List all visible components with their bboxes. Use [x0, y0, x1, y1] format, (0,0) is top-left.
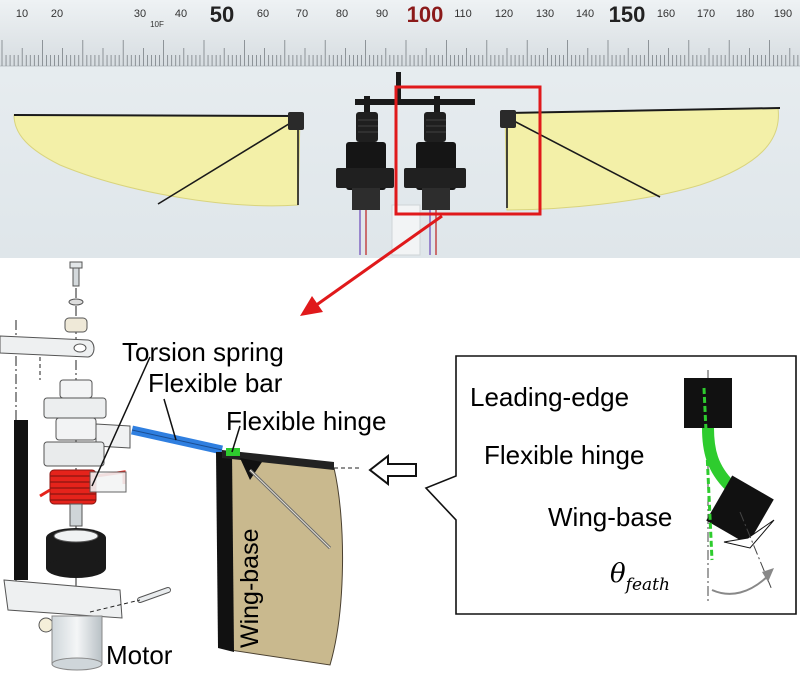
ruler-number: 170 — [697, 8, 715, 20]
ruler-number: 190 — [774, 8, 792, 20]
ruler-number: 140 — [576, 8, 594, 20]
zoom-in-arrow — [368, 453, 417, 487]
zoom-arrow — [300, 214, 443, 316]
ruler-number: 40 — [175, 8, 187, 20]
inset-wing-base — [706, 475, 774, 545]
ruler-number: 60 — [257, 8, 269, 20]
ruler-number: 160 — [657, 8, 675, 20]
ruler-number: 90 — [376, 8, 388, 20]
inset-label-leading-edge: Leading-edge — [470, 382, 629, 412]
inset-leading-edge — [684, 378, 732, 428]
label-wing-base: Wing-base — [236, 529, 264, 649]
inset-label-flexible-hinge: Flexible hinge — [484, 440, 644, 470]
leader-flexible-bar — [163, 398, 177, 441]
ruler-number: 30 — [134, 8, 146, 20]
label-flexible-hinge: Flexible hinge — [226, 406, 386, 436]
ruler-number: 20 — [51, 8, 63, 20]
ruler-number: 180 — [736, 8, 754, 20]
leader-torsion-spring — [91, 356, 151, 487]
ruler-ticks — [1, 40, 799, 66]
label-flexible-bar: Flexible bar — [148, 368, 283, 398]
ruler-number-major: 100 — [407, 2, 444, 27]
ruler-number: 80 — [336, 8, 348, 20]
ruler-number-major: 50 — [210, 2, 234, 27]
inset-flexible-hinge — [702, 427, 735, 491]
inset-angle-label: θfeath — [610, 559, 670, 595]
highlight-box — [394, 85, 542, 216]
inset-label-wing-base: Wing-base — [548, 502, 672, 532]
feathering-inset: Leading-edge Flexible hinge Wing-base θf… — [424, 355, 797, 615]
ruler: 10 20 30 40 60 70 80 90 110 120 130 140 … — [0, 0, 800, 67]
ruler-number: 70 — [296, 8, 308, 20]
wing-base-panel — [216, 448, 344, 666]
label-motor: Motor — [106, 640, 173, 670]
leader-flexible-hinge — [231, 425, 241, 453]
photo-section: 10 20 30 40 60 70 80 90 110 120 130 140 … — [0, 0, 800, 258]
label-torsion-spring: Torsion spring — [122, 337, 284, 367]
exploded-mechanism — [0, 261, 171, 671]
angle-symbol: θ — [610, 559, 626, 589]
ruler-number: 120 — [495, 8, 513, 20]
ruler-number-major: 150 — [609, 2, 646, 27]
ruler-number: 130 — [536, 8, 554, 20]
ruler-sub-label: 10F — [150, 20, 164, 29]
angle-subscript: feath — [624, 575, 670, 595]
ruler-number: 10 — [16, 8, 28, 20]
ruler-number: 110 — [454, 8, 472, 20]
flapping-wing-photo — [13, 72, 781, 256]
